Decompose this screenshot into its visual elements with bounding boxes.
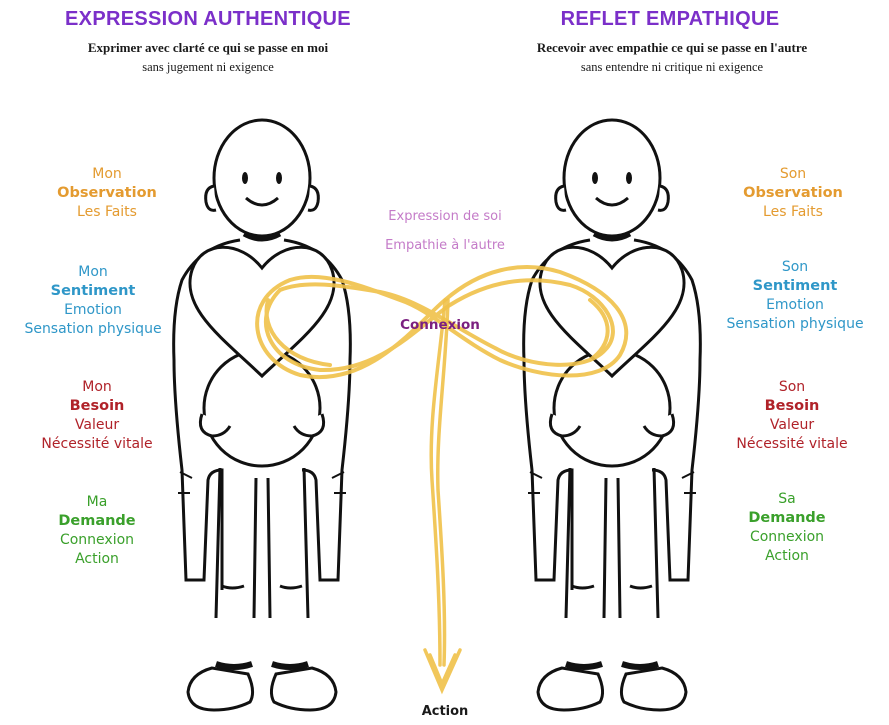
- left-besoin-l2: Nécessité vitale: [22, 435, 172, 454]
- left-subtitle-2: sans jugement ni exigence: [78, 60, 338, 75]
- left-sentiment-l1: Emotion: [8, 301, 178, 320]
- left-demande-pre: Ma: [22, 493, 172, 512]
- right-demande-key: Demande: [712, 509, 862, 528]
- left-observation-key: Observation: [32, 184, 182, 203]
- left-besoin-pre: Mon: [22, 378, 172, 397]
- right-besoin-l2: Nécessité vitale: [712, 435, 872, 454]
- left-demande-l1: Connexion: [22, 531, 172, 550]
- left-besoin-l1: Valeur: [22, 416, 172, 435]
- right-sentiment-l1: Emotion: [710, 296, 880, 315]
- left-observation-l1: Les Faits: [32, 203, 182, 222]
- right-sentiment-l2: Sensation physique: [710, 315, 880, 334]
- left-sentiment-pre: Mon: [8, 263, 178, 282]
- left-observation-pre: Mon: [32, 165, 182, 184]
- right-sentiment: Son Sentiment Emotion Sensation physique: [710, 258, 880, 334]
- right-besoin: Son Besoin Valeur Nécessité vitale: [712, 378, 872, 454]
- center-action-label: Action: [400, 704, 490, 719]
- left-demande-key: Demande: [22, 512, 172, 531]
- left-title: EXPRESSION AUTHENTIQUE: [58, 8, 358, 31]
- right-demande-l1: Connexion: [712, 528, 862, 547]
- center-empathie-label: Empathie à l'autre: [360, 238, 530, 253]
- right-observation-pre: Son: [718, 165, 868, 184]
- right-title: REFLET EMPATHIQUE: [540, 8, 800, 31]
- right-figure: [524, 120, 701, 710]
- left-demande: Ma Demande Connexion Action: [22, 493, 172, 569]
- left-demande-l2: Action: [22, 550, 172, 569]
- left-besoin: Mon Besoin Valeur Nécessité vitale: [22, 378, 172, 454]
- right-observation: Son Observation Les Faits: [718, 165, 868, 222]
- right-besoin-key: Besoin: [712, 397, 872, 416]
- right-demande: Sa Demande Connexion Action: [712, 490, 862, 566]
- left-sentiment-key: Sentiment: [8, 282, 178, 301]
- center-connexion-label: Connexion: [385, 317, 495, 333]
- left-sentiment-l2: Sensation physique: [8, 320, 178, 339]
- right-demande-pre: Sa: [712, 490, 862, 509]
- left-subtitle: Exprimer avec clarté ce qui se passe en …: [38, 40, 378, 56]
- left-observation: Mon Observation Les Faits: [32, 165, 182, 222]
- right-sentiment-pre: Son: [710, 258, 880, 277]
- right-subtitle-2: sans entendre ni critique ni exigence: [532, 60, 812, 75]
- right-subtitle: Recevoir avec empathie ce qui se passe e…: [462, 40, 882, 56]
- right-observation-l1: Les Faits: [718, 203, 868, 222]
- right-sentiment-key: Sentiment: [710, 277, 880, 296]
- right-demande-l2: Action: [712, 547, 862, 566]
- right-observation-key: Observation: [718, 184, 868, 203]
- right-besoin-pre: Son: [712, 378, 872, 397]
- right-besoin-l1: Valeur: [712, 416, 872, 435]
- center-expression-label: Expression de soi: [360, 209, 530, 224]
- left-figure: [174, 120, 351, 710]
- left-sentiment: Mon Sentiment Emotion Sensation physique: [8, 263, 178, 339]
- action-arrow: [425, 300, 460, 690]
- left-besoin-key: Besoin: [22, 397, 172, 416]
